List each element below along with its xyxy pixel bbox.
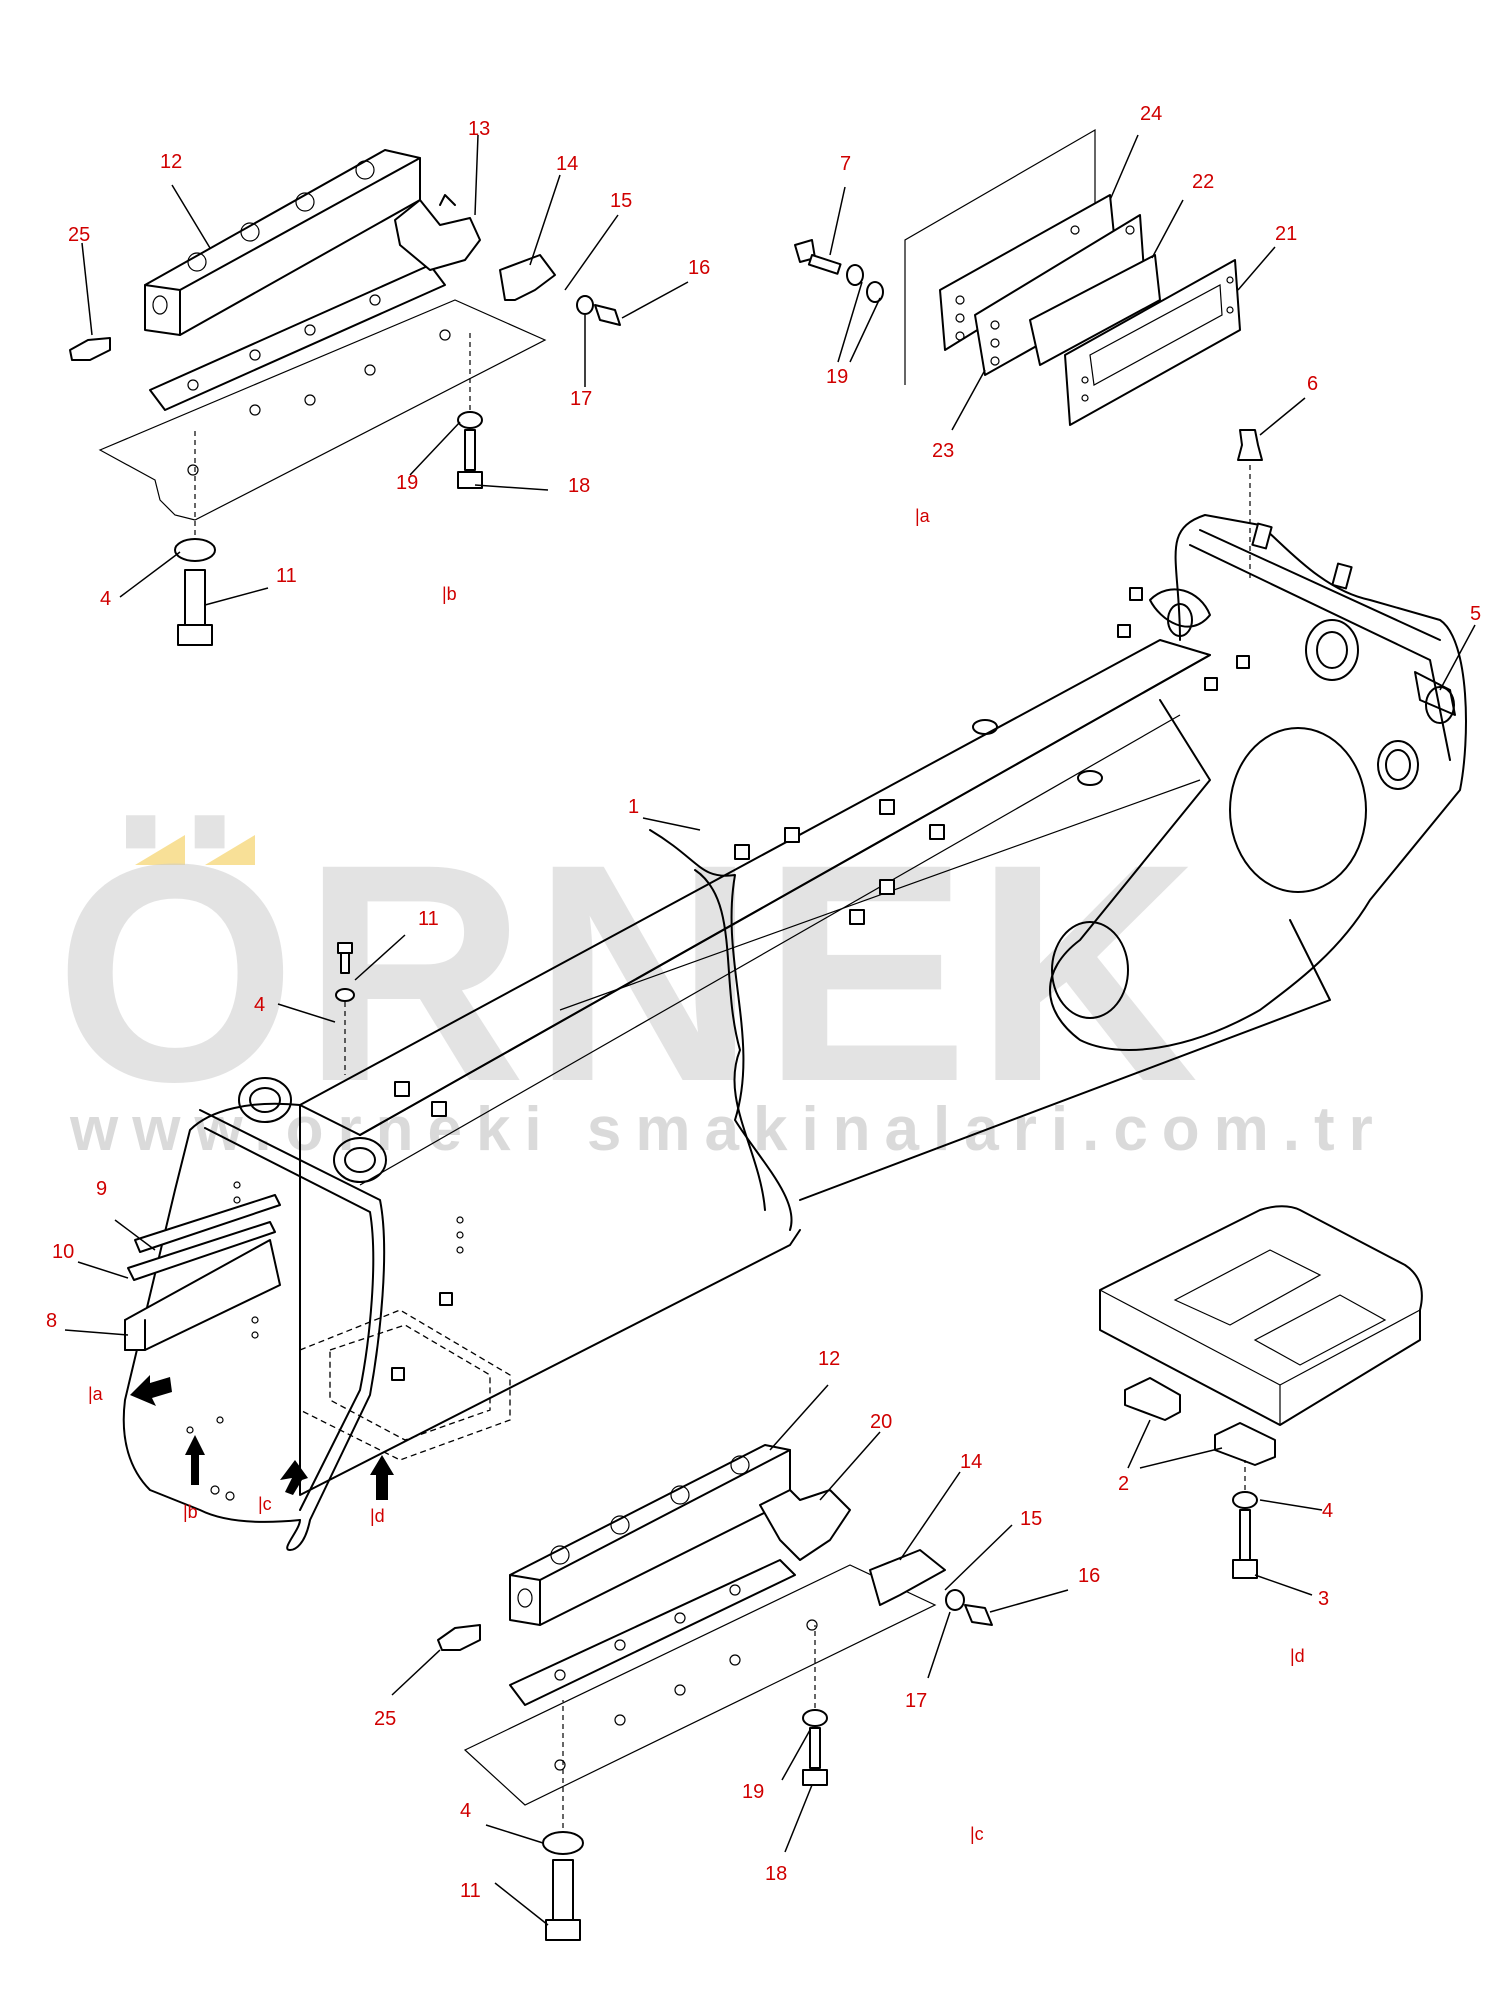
leader-lines — [64, 134, 1476, 1926]
callout-25: 25 — [374, 1708, 396, 1730]
watermark: ÖRNEK www.orneki smakinalari.com.tr — [55, 799, 1387, 1164]
callout-23: 23 — [932, 440, 954, 462]
arrow-c-icon — [280, 1460, 308, 1495]
callout-7: 7 — [840, 153, 851, 175]
callout-8: 8 — [46, 1310, 57, 1332]
callout-6: 6 — [1307, 373, 1318, 395]
view-arrow-ref-b: |b — [183, 1502, 198, 1522]
callout-19: 19 — [826, 366, 848, 388]
callout-18: 18 — [568, 475, 590, 497]
callout-16: 16 — [1078, 1565, 1100, 1587]
watermark-accent-left — [135, 835, 185, 865]
detail-d — [1099, 1205, 1423, 1579]
arrow-d-icon — [370, 1455, 394, 1500]
boom-bosses — [394, 587, 1250, 1117]
callout-labels: 25 12 13 14 15 16 17 18 19 4 11 |b 7 19 … — [46, 103, 1481, 1902]
detail-c — [437, 1444, 993, 1941]
callout-5: 5 — [1470, 603, 1481, 625]
callout-21: 21 — [1275, 223, 1297, 245]
watermark-url: www.orneki smakinalari.com.tr — [69, 1095, 1387, 1164]
view-ref-b: |b — [442, 584, 457, 604]
callout-12: 12 — [818, 1348, 840, 1370]
callout-3: 3 — [1318, 1588, 1329, 1610]
boom-top-bolt — [335, 942, 355, 1075]
arrow-b-icon — [185, 1435, 205, 1485]
callout-24: 24 — [1140, 103, 1162, 125]
callout-4: 4 — [1322, 1500, 1333, 1522]
boom-body — [122, 514, 1467, 1551]
callout-19: 19 — [742, 1781, 764, 1803]
callout-18: 18 — [765, 1863, 787, 1885]
callout-9: 9 — [96, 1178, 107, 1200]
detail-b — [69, 149, 621, 646]
callout-14: 14 — [960, 1451, 982, 1473]
callout-4: 4 — [254, 994, 265, 1016]
detail-a — [794, 128, 1263, 580]
callout-19: 19 — [396, 472, 418, 494]
callout-1: 1 — [628, 796, 639, 818]
callout-11: 11 — [460, 1880, 481, 1902]
callout-15: 15 — [610, 190, 632, 212]
callout-15: 15 — [1020, 1508, 1042, 1530]
watermark-brand: ÖRNEK — [55, 799, 1205, 1146]
callout-2: 2 — [1118, 1473, 1129, 1495]
callout-11: 11 — [276, 565, 297, 587]
callout-25: 25 — [68, 224, 90, 246]
arrow-a-icon — [130, 1375, 172, 1406]
callout-10: 10 — [52, 1241, 74, 1263]
callout-4: 4 — [100, 588, 111, 610]
view-arrow-ref-d: |d — [370, 1506, 385, 1526]
callout-14: 14 — [556, 153, 578, 175]
callout-12: 12 — [160, 151, 182, 173]
callout-17: 17 — [905, 1690, 927, 1712]
callout-20: 20 — [870, 1411, 892, 1433]
callout-22: 22 — [1192, 171, 1214, 193]
callout-16: 16 — [688, 257, 710, 279]
view-ref-d: |d — [1290, 1646, 1305, 1666]
callout-13: 13 — [468, 118, 490, 140]
callout-11: 11 — [418, 908, 439, 930]
view-arrow-ref-a: |a — [88, 1384, 104, 1404]
watermark-accent-right — [205, 835, 255, 865]
callout-17: 17 — [570, 388, 592, 410]
callout-4: 4 — [460, 1800, 471, 1822]
view-ref-c: |c — [970, 1824, 984, 1844]
foot-strips — [124, 1194, 281, 1351]
view-arrows — [130, 1375, 394, 1500]
view-arrow-ref-c: |c — [258, 1494, 272, 1514]
view-ref-a: |a — [915, 506, 931, 526]
